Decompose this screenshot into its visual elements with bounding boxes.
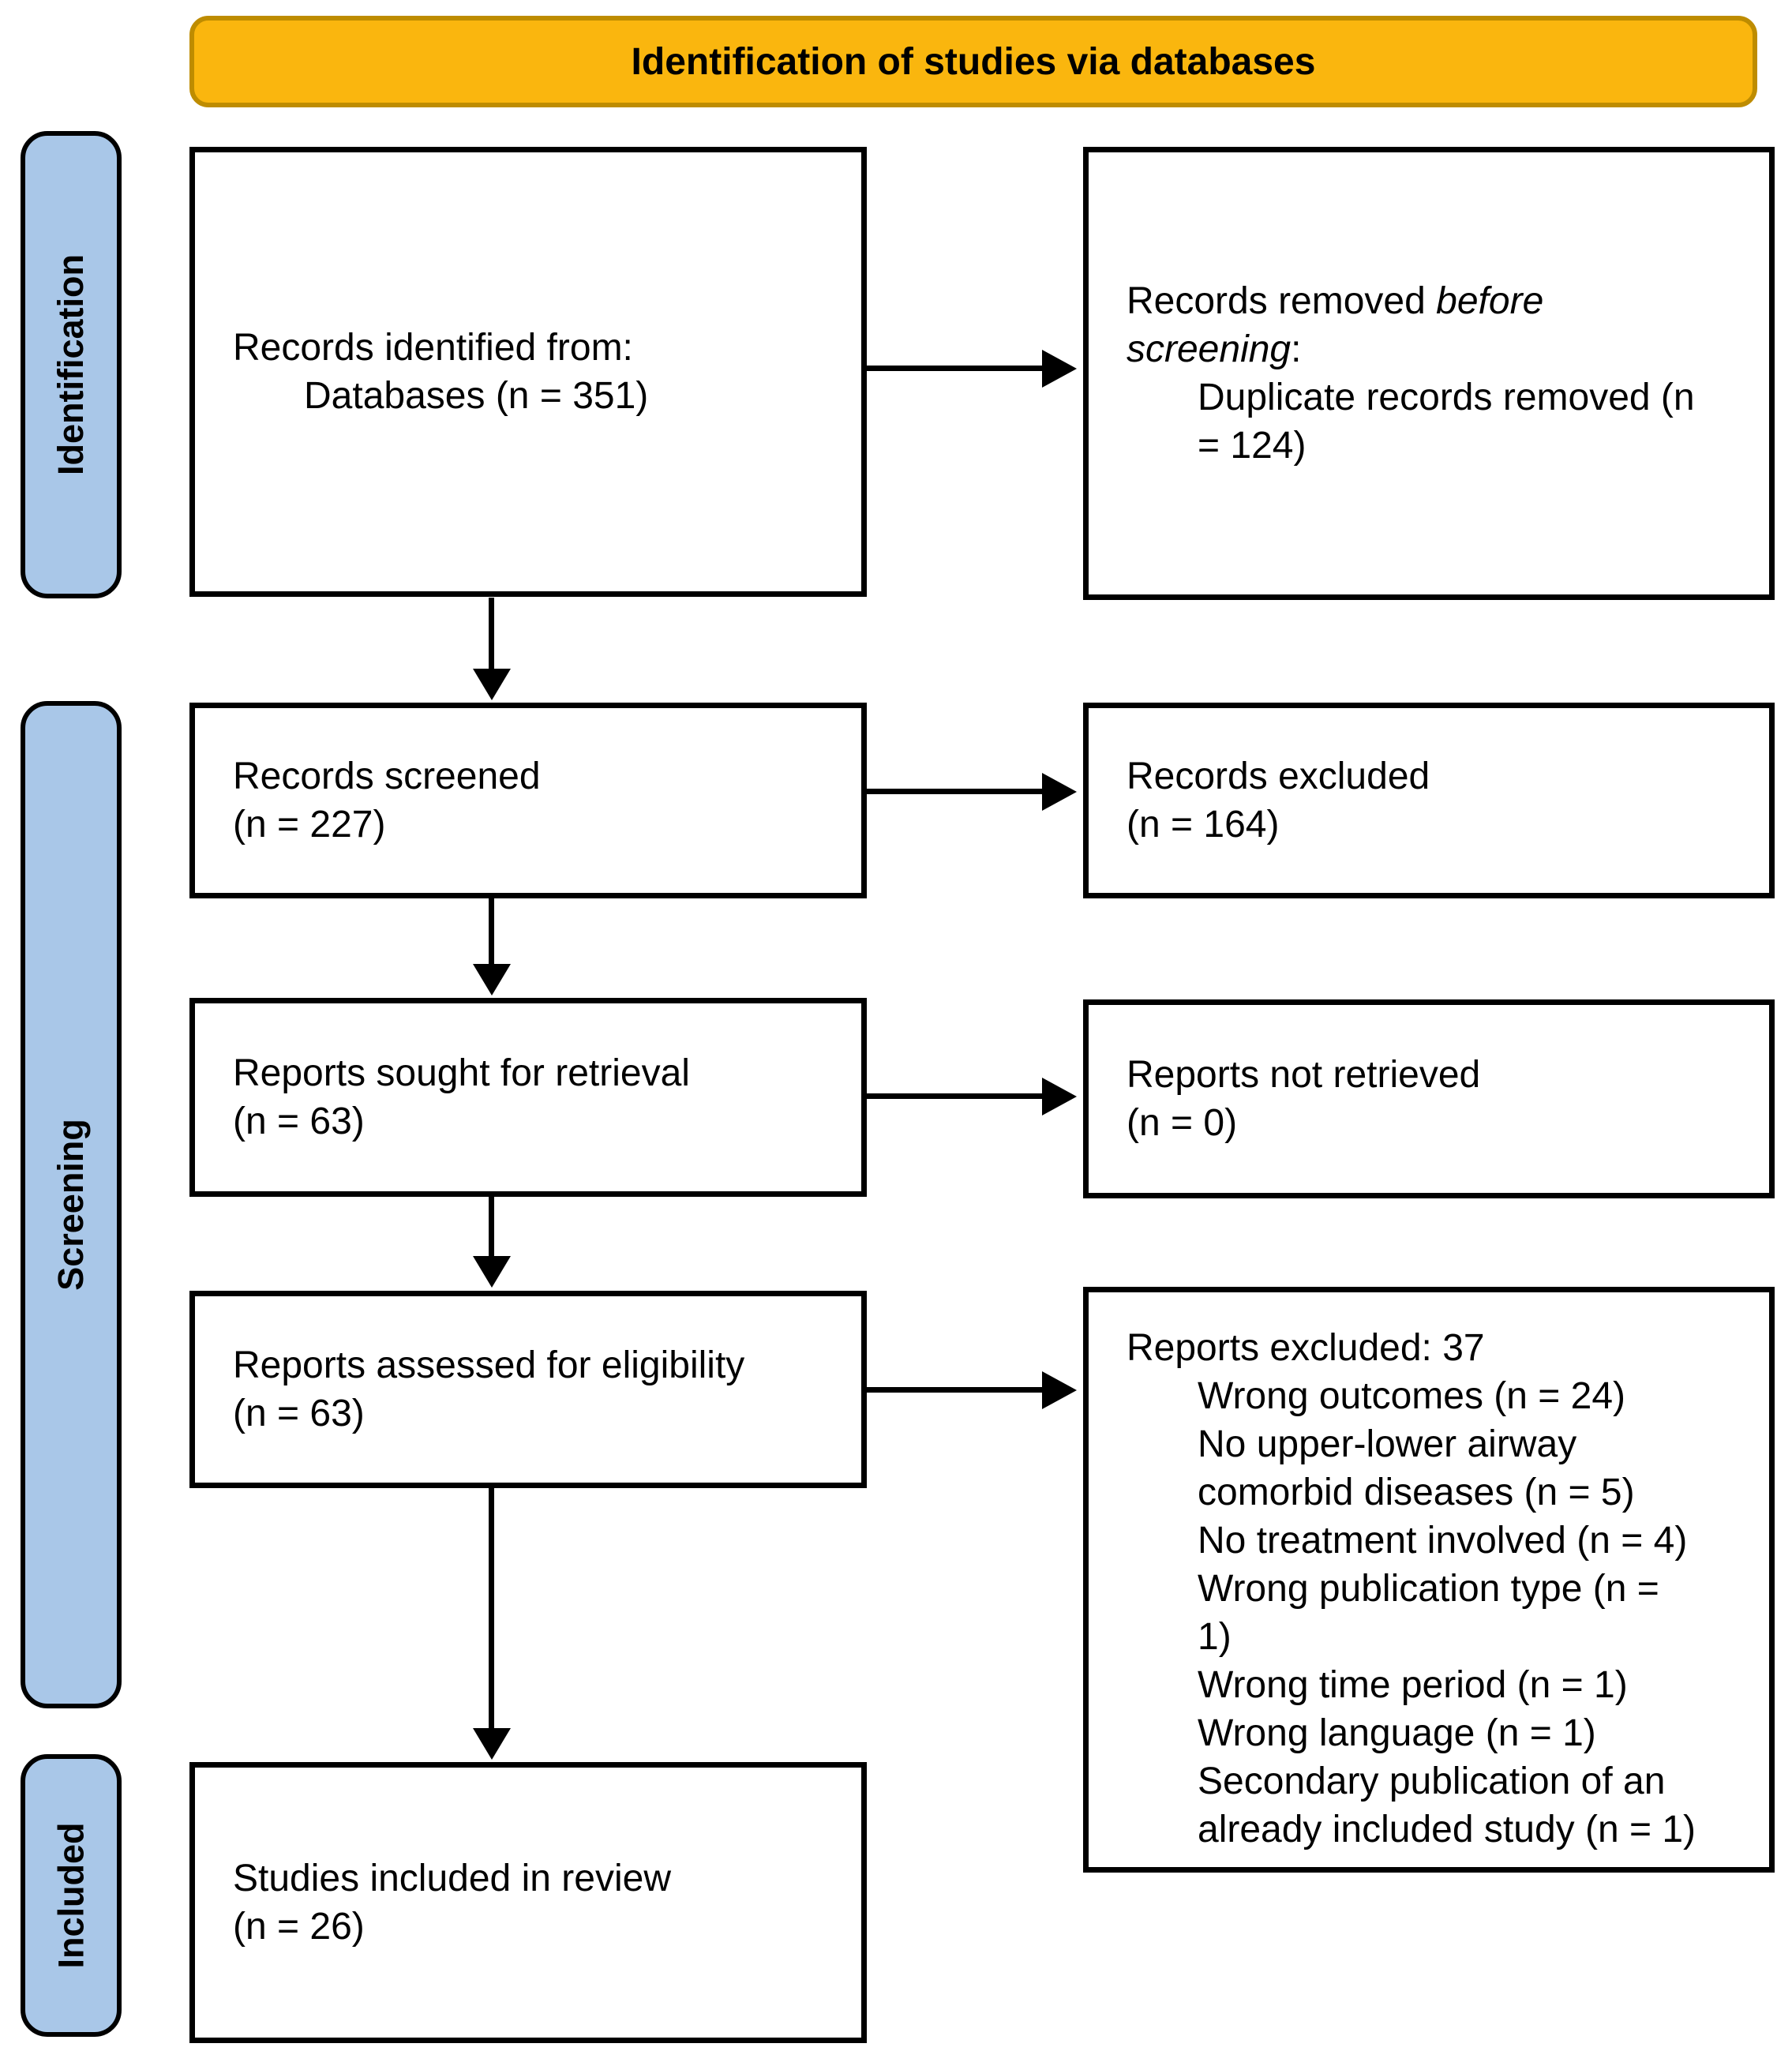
box-records-identified-text: Records identified from: Databases (n = 3… xyxy=(195,152,861,591)
text-line: Records screened xyxy=(233,756,541,797)
down-arrow-screened-to-sought xyxy=(489,898,494,964)
text-line: (n = 164) xyxy=(1127,804,1280,846)
text-line: Secondary publication of an xyxy=(1198,1760,1666,1802)
text-line: (n = 63) xyxy=(233,1393,365,1434)
text-line: Wrong outcomes (n = 24) xyxy=(1198,1375,1626,1417)
box-records-removed-text: Records removed before screening: Duplicat… xyxy=(1089,152,1769,594)
box-reports-not-retrieved-text: Reports not retrieved (n = 0) xyxy=(1089,1005,1769,1193)
banner-identification-via-databases: Identification of studies via databases xyxy=(189,16,1757,107)
box-records-excluded-text: Records excluded (n = 164) xyxy=(1089,708,1769,893)
text-line: already included study (n = 1) xyxy=(1198,1809,1696,1850)
down-arrow-identified-to-screened xyxy=(489,598,494,669)
box-reports-excluded-reasons-text: Reports excluded: 37 Wrong outcomes (n = … xyxy=(1089,1292,1769,1867)
sidebar-stage-identification: Identification xyxy=(21,131,122,598)
box-studies-included: Studies included in review (n = 26) xyxy=(189,1762,867,2043)
box-reports-assessed-eligibility-text: Reports assessed for eligibility (n = 63) xyxy=(195,1296,861,1483)
text-line: Duplicate records removed (n xyxy=(1198,377,1695,418)
text-line: No treatment involved (n = 4) xyxy=(1198,1520,1688,1562)
box-studies-included-text: Studies included in review (n = 26) xyxy=(195,1768,861,2038)
stage-identification-label: Identification xyxy=(51,254,91,475)
down-arrow-assessed-to-included xyxy=(489,1488,494,1728)
stage-screening-label: Screening xyxy=(51,1119,92,1291)
text-line: Wrong language (n = 1) xyxy=(1198,1712,1596,1754)
text-line: Wrong time period (n = 1) xyxy=(1198,1664,1628,1706)
right-arrow-screened-to-excluded xyxy=(867,789,1042,794)
down-arrow-sought-to-assessed xyxy=(489,1197,494,1256)
box-records-removed-before-screening: Records removed before screening: Duplicat… xyxy=(1083,147,1775,600)
text-line: No upper-lower airway xyxy=(1198,1423,1577,1465)
text-line: 1) xyxy=(1198,1616,1232,1658)
text-line: Reports excluded: 37 xyxy=(1127,1327,1485,1369)
text-line: = 124) xyxy=(1198,425,1307,467)
right-arrow-sought-to-not-retrieved xyxy=(867,1093,1042,1099)
text-line: Records removed before xyxy=(1127,280,1544,322)
box-reports-assessed-eligibility: Reports assessed for eligibility (n = 63) xyxy=(189,1291,867,1488)
banner-label: Identification of studies via databases xyxy=(631,40,1316,83)
box-records-screened-text: Records screened (n = 227) xyxy=(195,708,861,893)
text-line: Studies included in review xyxy=(233,1858,671,1899)
text-line: Records excluded xyxy=(1127,756,1430,797)
box-records-excluded: Records excluded (n = 164) xyxy=(1083,703,1775,898)
text-line: (n = 26) xyxy=(233,1906,365,1948)
box-reports-sought-retrieval-text: Reports sought for retrieval (n = 63) xyxy=(195,1003,861,1191)
stage-included-label: Included xyxy=(51,1822,92,1969)
sidebar-stage-screening: Screening xyxy=(21,701,122,1708)
box-reports-not-retrieved: Reports not retrieved (n = 0) xyxy=(1083,999,1775,1198)
right-arrow-assessed-to-excluded-reasons xyxy=(867,1387,1042,1393)
text-line: Records identified from: xyxy=(233,327,633,369)
text-line: Reports sought for retrieval xyxy=(233,1052,690,1094)
box-records-screened: Records screened (n = 227) xyxy=(189,703,867,898)
text-line: (n = 0) xyxy=(1127,1102,1238,1144)
box-records-identified: Records identified from: Databases (n = 3… xyxy=(189,147,867,597)
text-line: Databases (n = 351) xyxy=(304,375,649,417)
text-line: Wrong publication type (n = xyxy=(1198,1568,1659,1610)
text-line: comorbid diseases (n = 5) xyxy=(1198,1472,1635,1513)
text-line: screening: xyxy=(1127,328,1302,370)
box-reports-excluded-reasons: Reports excluded: 37 Wrong outcomes (n = … xyxy=(1083,1287,1775,1873)
text-line: (n = 63) xyxy=(233,1100,365,1142)
text-line: Reports not retrieved xyxy=(1127,1054,1481,1096)
sidebar-stage-included: Included xyxy=(21,1754,122,2037)
text-line: (n = 227) xyxy=(233,804,386,846)
right-arrow-identified-to-removed xyxy=(867,366,1042,371)
text-line: Reports assessed for eligibility xyxy=(233,1344,745,1386)
box-reports-sought-retrieval: Reports sought for retrieval (n = 63) xyxy=(189,998,867,1197)
